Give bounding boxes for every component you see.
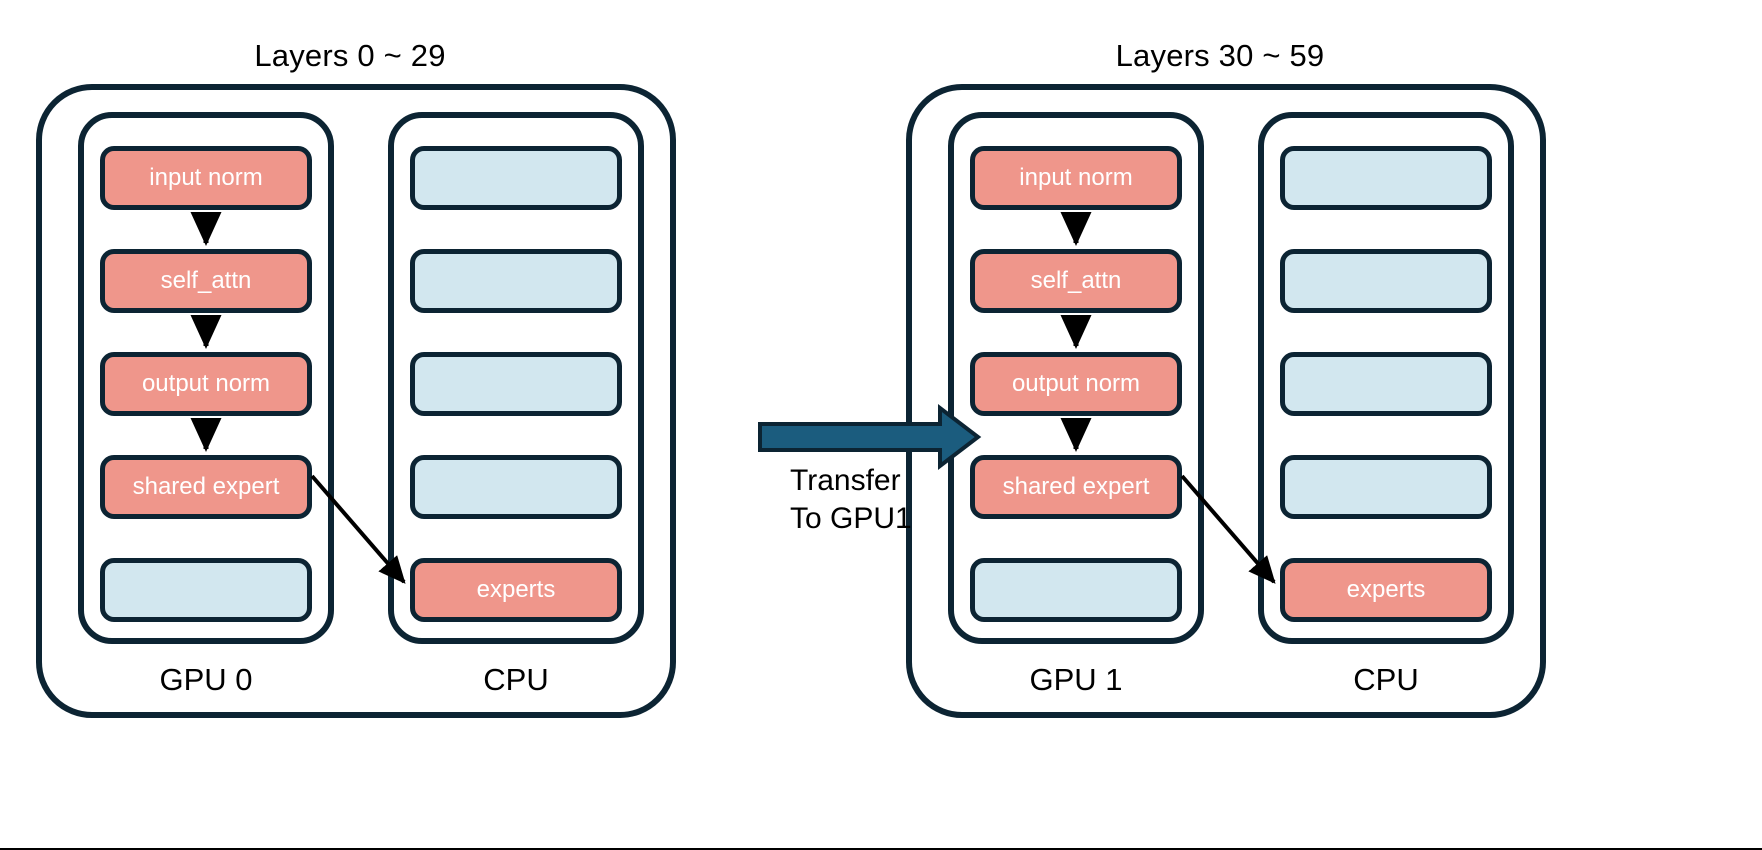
group-title-left: Layers 0 ~ 29 <box>254 38 446 73</box>
unit-placeholder-gpu0[interactable] <box>100 558 312 622</box>
column-label-gpu-0: GPU 0 <box>159 662 253 697</box>
group-title-right: Layers 30 ~ 59 <box>1115 38 1325 73</box>
unit-self-attn-gpu1[interactable]: self_attn <box>970 249 1182 313</box>
unit-experts-cpu-right[interactable]: experts <box>1280 558 1492 622</box>
unit-output-norm-gpu1[interactable]: output norm <box>970 352 1182 416</box>
column-label-cpu-left: CPU <box>483 662 549 697</box>
unit-placeholder-gpu1[interactable] <box>970 558 1182 622</box>
unit-shared-expert-gpu0[interactable]: shared expert <box>100 455 312 519</box>
unit-placeholder-cpu-right-1[interactable] <box>1280 146 1492 210</box>
unit-placeholder-cpu-left-2[interactable] <box>410 249 622 313</box>
unit-placeholder-cpu-left-1[interactable] <box>410 146 622 210</box>
unit-placeholder-cpu-right-3[interactable] <box>1280 352 1492 416</box>
transfer-label: Transfer To GPU1 <box>790 462 912 539</box>
unit-input-norm-gpu0[interactable]: input norm <box>100 146 312 210</box>
unit-self-attn-gpu0[interactable]: self_attn <box>100 249 312 313</box>
unit-input-norm-gpu1[interactable]: input norm <box>970 146 1182 210</box>
column-label-gpu-1: GPU 1 <box>1029 662 1123 697</box>
unit-shared-expert-gpu1[interactable]: shared expert <box>970 455 1182 519</box>
unit-output-norm-gpu0[interactable]: output norm <box>100 352 312 416</box>
column-label-cpu-right: CPU <box>1353 662 1419 697</box>
unit-placeholder-cpu-left-4[interactable] <box>410 455 622 519</box>
unit-placeholder-cpu-left-3[interactable] <box>410 352 622 416</box>
transfer-label-line2: To GPU1 <box>790 502 912 536</box>
unit-experts-cpu-left[interactable]: experts <box>410 558 622 622</box>
transfer-label-line1: Transfer <box>790 464 901 497</box>
unit-placeholder-cpu-right-4[interactable] <box>1280 455 1492 519</box>
unit-placeholder-cpu-right-2[interactable] <box>1280 249 1492 313</box>
